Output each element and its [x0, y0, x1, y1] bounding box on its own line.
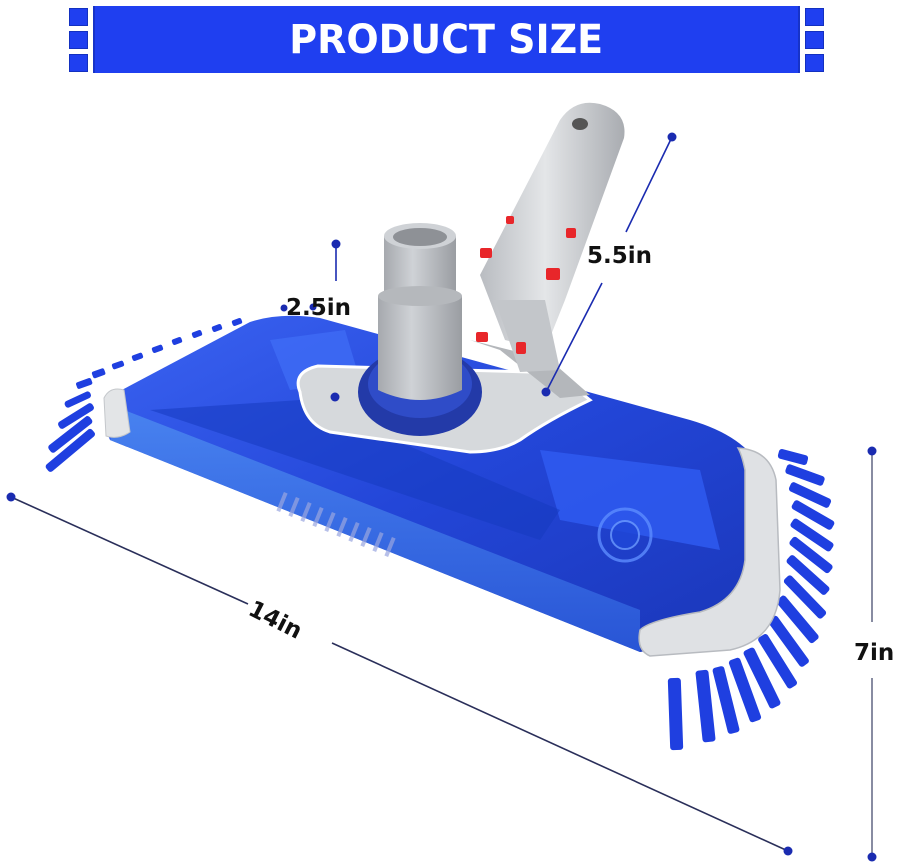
hose-port — [378, 223, 462, 400]
left-end-cap — [103, 388, 131, 438]
red-pins — [476, 216, 576, 354]
dimension-lines — [6, 132, 877, 862]
banner-square — [69, 54, 88, 72]
right-brush-bristles — [667, 448, 835, 751]
product-size-banner: PRODUCT SIZE — [93, 6, 800, 73]
banner-square — [69, 8, 88, 26]
banner-title: PRODUCT SIZE — [289, 16, 604, 63]
banner-square — [805, 54, 824, 72]
banner-square — [69, 31, 88, 49]
vacuum-body-front — [110, 410, 640, 652]
left-brush-bristles — [45, 318, 243, 472]
vent-slots — [276, 491, 396, 558]
banner-square — [805, 31, 824, 49]
dimension-label-width: 7in — [854, 640, 895, 666]
banner-square — [805, 8, 824, 26]
dimension-label-handle: 5.5in — [587, 243, 653, 269]
right-bumper — [638, 447, 781, 657]
banner-right-squares — [805, 8, 824, 72]
banner-left-squares — [69, 8, 88, 72]
dimension-label-hose-port: 2.5in — [286, 295, 352, 321]
handle — [470, 102, 625, 398]
